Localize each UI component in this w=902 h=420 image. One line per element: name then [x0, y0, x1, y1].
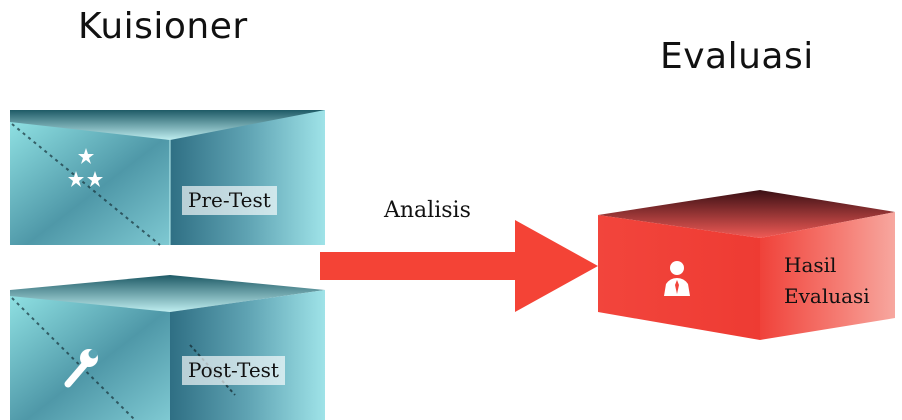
wrench-icon — [64, 349, 98, 388]
hasil-box-front — [598, 215, 760, 340]
post-test-box — [10, 275, 325, 420]
analisis-label: Analisis — [384, 198, 471, 223]
post-test-label: Post-Test — [182, 356, 285, 385]
hasil-box-side — [760, 212, 895, 340]
post-test-box-crack-2 — [189, 344, 236, 396]
post-test-box-crack — [11, 297, 136, 420]
analisis-arrow — [320, 220, 598, 312]
hasil-label-line2: Evaluasi — [784, 284, 870, 308]
person-icon — [664, 261, 690, 296]
post-test-box-side — [170, 290, 325, 420]
hasil-box-top — [598, 190, 895, 238]
evaluasi-heading: Evaluasi — [660, 36, 814, 77]
kuisioner-heading: Kuisioner — [78, 6, 248, 47]
stars-icon — [68, 148, 103, 187]
hasil-evaluasi-box — [598, 190, 895, 340]
pre-test-box-front — [10, 122, 170, 245]
analisis-arrow-shape — [320, 220, 598, 312]
hasil-label-line1: Hasil — [784, 253, 837, 277]
post-test-box-top — [10, 275, 325, 312]
pre-test-box — [10, 110, 325, 246]
pre-test-label: Pre-Test — [182, 186, 277, 215]
